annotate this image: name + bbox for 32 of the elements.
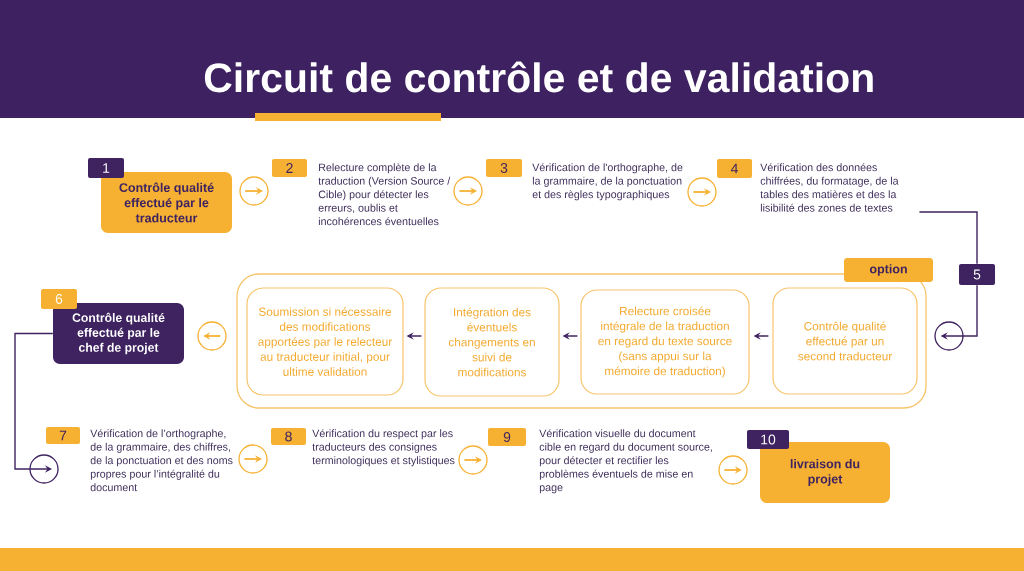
process-box: Soumission si nécessaire des modifications apportées par le relecteur au traducteur initial, pour ultime validation bbox=[246, 287, 404, 396]
number-badge: 7 bbox=[46, 427, 80, 444]
connector-arrow bbox=[14, 332, 59, 484]
step-text: Vérification de l’orthographe, de la grammaire, des chiffres, de la ponctuation et des noms propres pour l’intégralité du document bbox=[90, 429, 233, 492]
circled-arrow bbox=[453, 176, 483, 206]
number-badge: 8 bbox=[271, 428, 306, 445]
connector-arrow bbox=[934, 284, 978, 351]
number-badge: 6 bbox=[41, 289, 77, 309]
circled-arrow bbox=[238, 444, 268, 474]
process-box: Intégration des éventuels changements en suivi de modifications bbox=[424, 287, 560, 397]
step-box: Contrôle qualité effectué par le traducteur bbox=[101, 172, 232, 233]
number-badge: 4 bbox=[717, 159, 752, 178]
circled-arrow bbox=[197, 321, 227, 351]
number-badge: 5 bbox=[959, 264, 995, 285]
step-text: Vérification du respect par les traducteurs des consignes terminologiques et stylistiques bbox=[312, 429, 455, 467]
circled-arrow bbox=[458, 445, 488, 475]
title: Circuit de contrôle et de validation bbox=[204, 61, 873, 93]
circled-arrow bbox=[718, 455, 748, 485]
process-box: Relecture croisée intégrale de la traduction en regard du texte source (sans appui sur la mémoire de traduction) bbox=[580, 289, 750, 395]
step-box: Contrôle qualité effectué par le chef de projet bbox=[53, 303, 184, 364]
number-badge: 9 bbox=[488, 428, 526, 446]
process-box: Contrôle qualité effectué par un second traducteur bbox=[772, 287, 918, 395]
number-badge: 3 bbox=[486, 159, 522, 177]
step-text: Relecture complète de la traduction (Version Source / Cible) pour détecter les erreurs, oublis et incohérences éventuelles bbox=[318, 163, 451, 226]
step-text: Vérification des données chiffrées, du formatage, de la tables des matières et des la lisibilité des zones de textes bbox=[760, 163, 899, 212]
number-badge: 2 bbox=[272, 159, 307, 177]
connector-line bbox=[918, 211, 978, 265]
option-tab: option bbox=[844, 258, 933, 282]
step-text: Vérification visuelle du document cible en regard du document source, pour détecter et rectifier les problèmes éventuels de mise en page bbox=[539, 429, 712, 494]
circled-arrow bbox=[687, 177, 717, 207]
step-text: Vérification de l'orthographe, de la grammaire, de la ponctuation et des règles typographiques bbox=[532, 163, 683, 201]
number-badge: 1 bbox=[88, 158, 124, 178]
